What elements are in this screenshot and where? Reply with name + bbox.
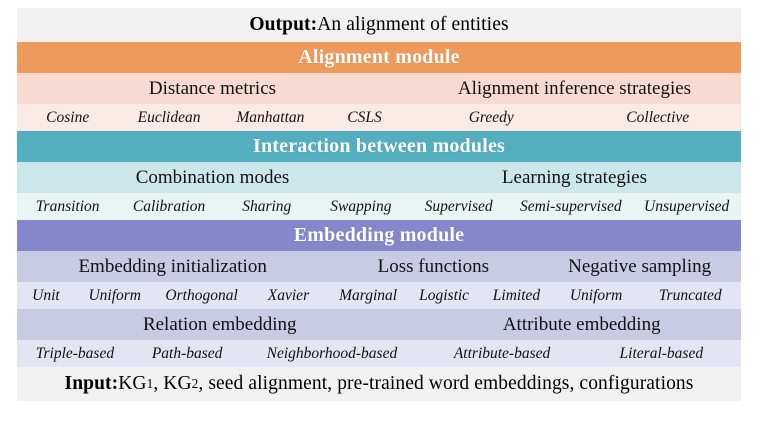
category-learning-strategies[interactable]: Learning strategies (501, 166, 648, 188)
leaf-row-embedding-2: Triple-based Path-based Neighborhood-bas… (17, 340, 741, 367)
module-title-alignment[interactable]: Alignment module (17, 42, 741, 73)
category-attribute-embedding[interactable]: Attribute embedding (502, 313, 661, 335)
category-row-embedding-1: Embedding initialization Loss functions … (17, 251, 741, 282)
output-label: Output: (249, 14, 318, 35)
leaf-orthogonal[interactable]: Orthogonal (165, 286, 238, 304)
leaf-logistic[interactable]: Logistic (419, 286, 470, 304)
leaf-literal-based[interactable]: Literal-based (619, 344, 704, 362)
kg2-subscript: 2 (191, 376, 199, 391)
module-title-embedding[interactable]: Embedding module (17, 220, 741, 251)
category-combination-modes[interactable]: Combination modes (135, 166, 290, 188)
category-distance-metrics[interactable]: Distance metrics (148, 77, 277, 99)
leaf-sharing[interactable]: Sharing (242, 197, 292, 215)
module-title-interaction[interactable]: Interaction between modules (17, 131, 741, 162)
category-row-alignment: Distance metrics Alignment inference str… (17, 73, 741, 104)
leaf-greedy[interactable]: Greedy (468, 108, 514, 126)
category-negative-sampling[interactable]: Negative sampling (568, 255, 712, 277)
output-text: An alignment of entities (317, 14, 509, 35)
leaf-attribute-based[interactable]: Attribute-based (453, 344, 551, 362)
leaf-transition[interactable]: Transition (35, 197, 100, 215)
leaf-collective[interactable]: Collective (626, 108, 690, 126)
leaf-calibration[interactable]: Calibration (132, 197, 206, 215)
leaf-xavier[interactable]: Xavier (267, 286, 310, 304)
category-row-embedding-2: Relation embedding Attribute embedding (17, 309, 741, 340)
leaf-row-alignment: Cosine Euclidean Manhattan CSLS Greedy C… (17, 104, 741, 131)
category-embedding-initialization[interactable]: Embedding initialization (78, 255, 267, 277)
leaf-row-interaction: Transition Calibration Sharing Swapping … (17, 193, 741, 220)
leaf-manhattan[interactable]: Manhattan (236, 108, 305, 126)
leaf-semi-supervised[interactable]: Semi-supervised (520, 197, 622, 215)
output-row: Output: An alignment of entities (17, 8, 741, 42)
leaf-limited[interactable]: Limited (492, 286, 541, 304)
input-text-a: KG (118, 373, 147, 394)
leaf-swapping[interactable]: Swapping (330, 197, 392, 215)
leaf-truncated[interactable]: Truncated (658, 286, 722, 304)
leaf-neighborhood-based[interactable]: Neighborhood-based (266, 344, 398, 362)
leaf-row-embedding-1: Unit Uniform Orthogonal Xavier Marginal … (17, 282, 741, 309)
leaf-cosine[interactable]: Cosine (46, 108, 90, 126)
leaf-uniform-init[interactable]: Uniform (88, 286, 141, 304)
input-label: Input: (64, 373, 119, 394)
category-alignment-inference-strategies[interactable]: Alignment inference strategies (457, 77, 692, 99)
architecture-diagram: Output: An alignment of entities Alignme… (17, 8, 741, 401)
category-relation-embedding[interactable]: Relation embedding (142, 313, 297, 335)
input-text-b: , KG (153, 373, 192, 394)
leaf-triple-based[interactable]: Triple-based (35, 344, 115, 362)
leaf-csls[interactable]: CSLS (347, 108, 382, 126)
leaf-unit[interactable]: Unit (32, 286, 60, 304)
leaf-marginal[interactable]: Marginal (339, 286, 398, 304)
leaf-unsupervised[interactable]: Unsupervised (644, 197, 730, 215)
leaf-supervised[interactable]: Supervised (424, 197, 493, 215)
leaf-euclidean[interactable]: Euclidean (137, 108, 201, 126)
leaf-uniform-sampling[interactable]: Uniform (569, 286, 623, 304)
kg1-subscript: 1 (146, 376, 154, 391)
input-text-c: , seed alignment, pre-trained word embed… (198, 373, 694, 394)
leaf-path-based[interactable]: Path-based (151, 344, 223, 362)
category-loss-functions[interactable]: Loss functions (377, 255, 489, 277)
category-row-interaction: Combination modes Learning strategies (17, 162, 741, 193)
